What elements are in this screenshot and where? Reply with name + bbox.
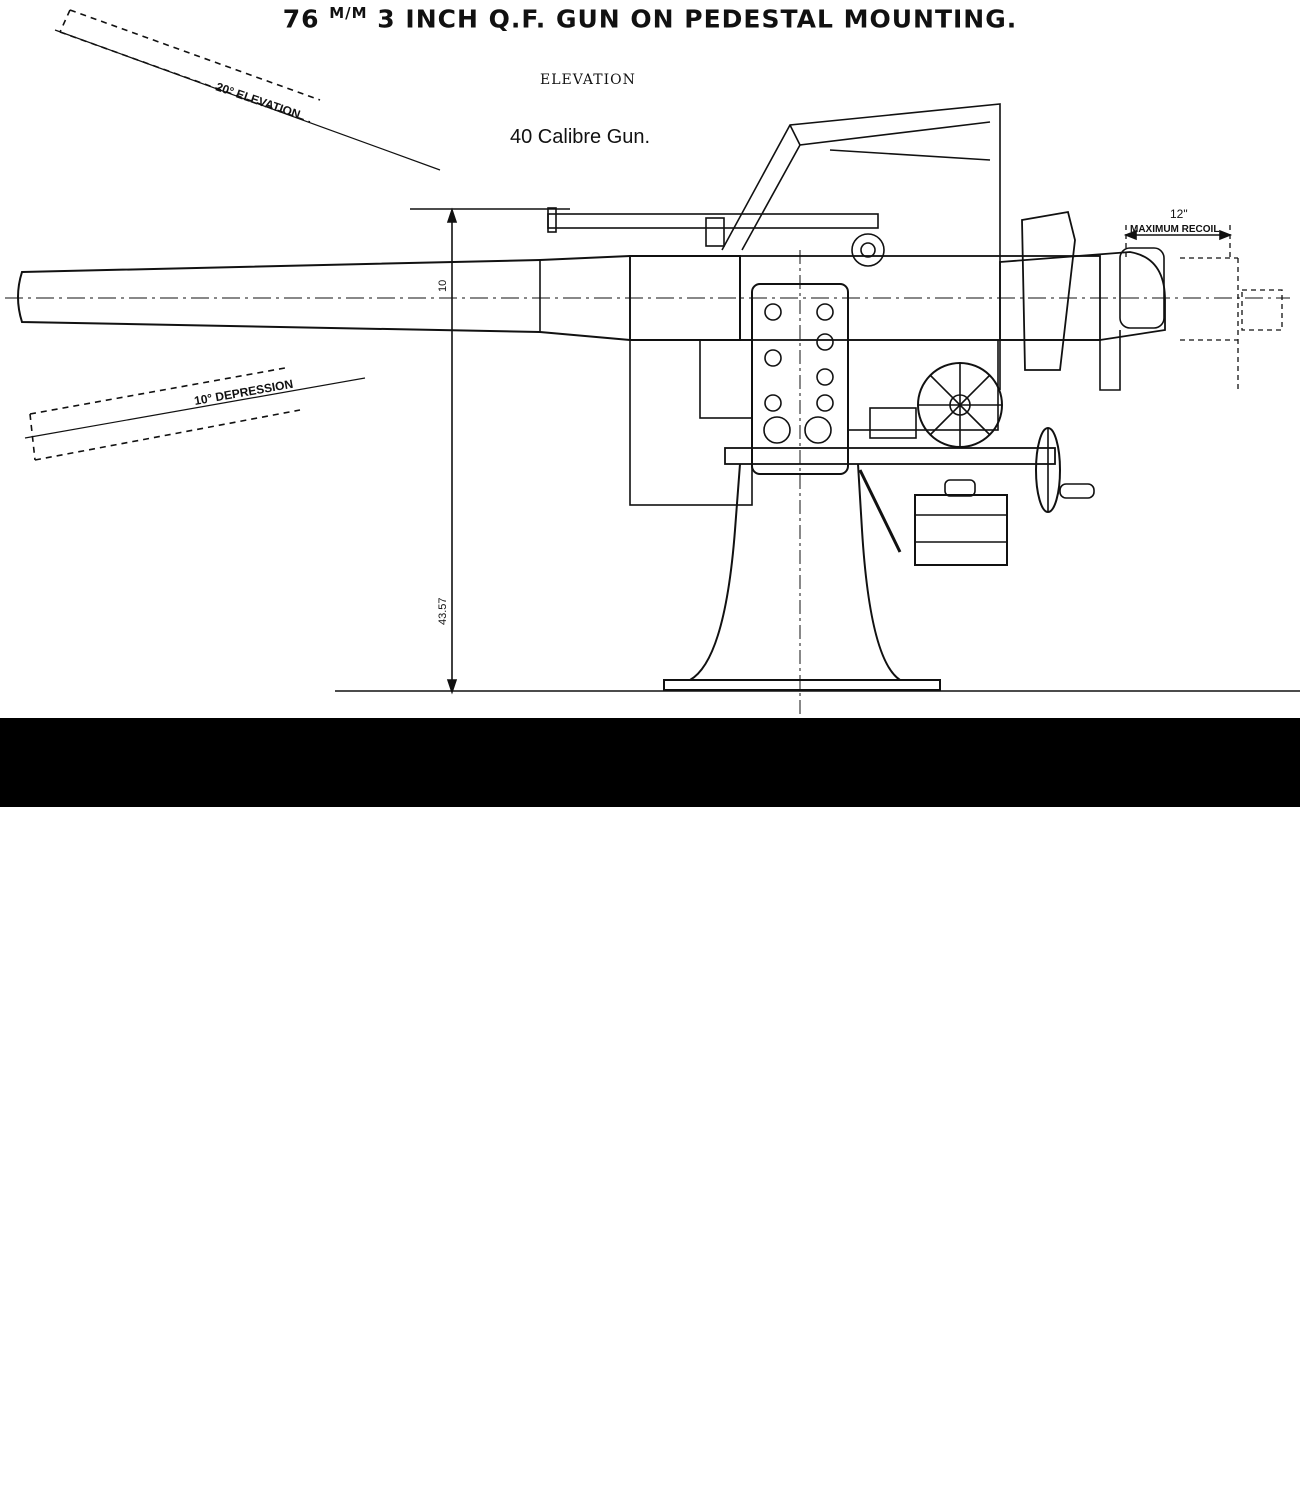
elevating-handwheel — [917, 362, 1003, 448]
breech — [999, 251, 1166, 341]
alamy-logo: alamy — [52, 1448, 213, 1506]
image-id: 2F5JKBF — [1160, 1455, 1260, 1481]
depression-axis — [24, 377, 366, 439]
gun-label: 40 Calibre Gun. — [510, 126, 651, 148]
sight-bar — [547, 207, 885, 267]
dimension-upper: 10 — [437, 280, 449, 292]
diagram-title: 76 M/M 3 INCH Q.F. GUN ON PEDESTAL MOUNT… — [282, 4, 1018, 34]
pedestal — [686, 463, 904, 681]
site-url: www.alamy.com — [1124, 1483, 1260, 1504]
cradle-bolts — [763, 303, 834, 444]
gun-drawing: 20° ELEVATION 10° DEPRESSION 12" MAXIMUM… — [5, 9, 1300, 718]
recoil-outline — [1125, 225, 1283, 390]
elevation-axis — [54, 29, 441, 171]
elevation-label: 20° ELEVATION — [214, 80, 302, 122]
recoil-label: MAXIMUM RECOIL — [1130, 224, 1219, 235]
training-shaft — [724, 447, 1056, 465]
dimension-lower: 43.57 — [437, 597, 449, 625]
view-label: ELEVATION — [540, 72, 636, 88]
pedestal-base — [663, 679, 941, 691]
recoil-value: 12" — [1170, 207, 1188, 221]
diagram-canvas: 76 M/M 3 INCH Q.F. GUN ON PEDESTAL MOUNT… — [0, 0, 1300, 718]
watermark-bar: alamy 2F5JKBF www.alamy.com — [0, 718, 1300, 1506]
shield-frame — [721, 103, 1001, 390]
training-handwheel — [1035, 427, 1095, 513]
ammunition-box — [914, 494, 1008, 566]
